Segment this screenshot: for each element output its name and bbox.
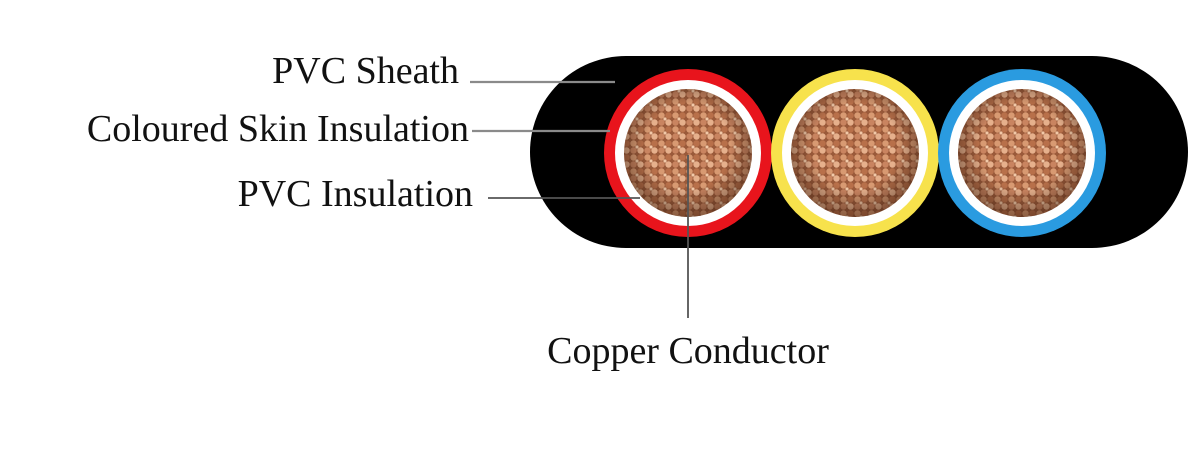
core-blue xyxy=(938,69,1106,237)
label-coloured-skin-insulation: Coloured Skin Insulation xyxy=(87,108,469,150)
conductor-shading xyxy=(791,89,919,217)
label-pvc-sheath: PVC Sheath xyxy=(272,50,459,92)
label-pvc-insulation: PVC Insulation xyxy=(238,173,473,215)
label-copper-conductor: Copper Conductor xyxy=(547,330,829,372)
core-red xyxy=(604,69,772,237)
core-yellow xyxy=(771,69,939,237)
conductor-shading xyxy=(624,89,752,217)
conductor-shading xyxy=(958,89,1086,217)
